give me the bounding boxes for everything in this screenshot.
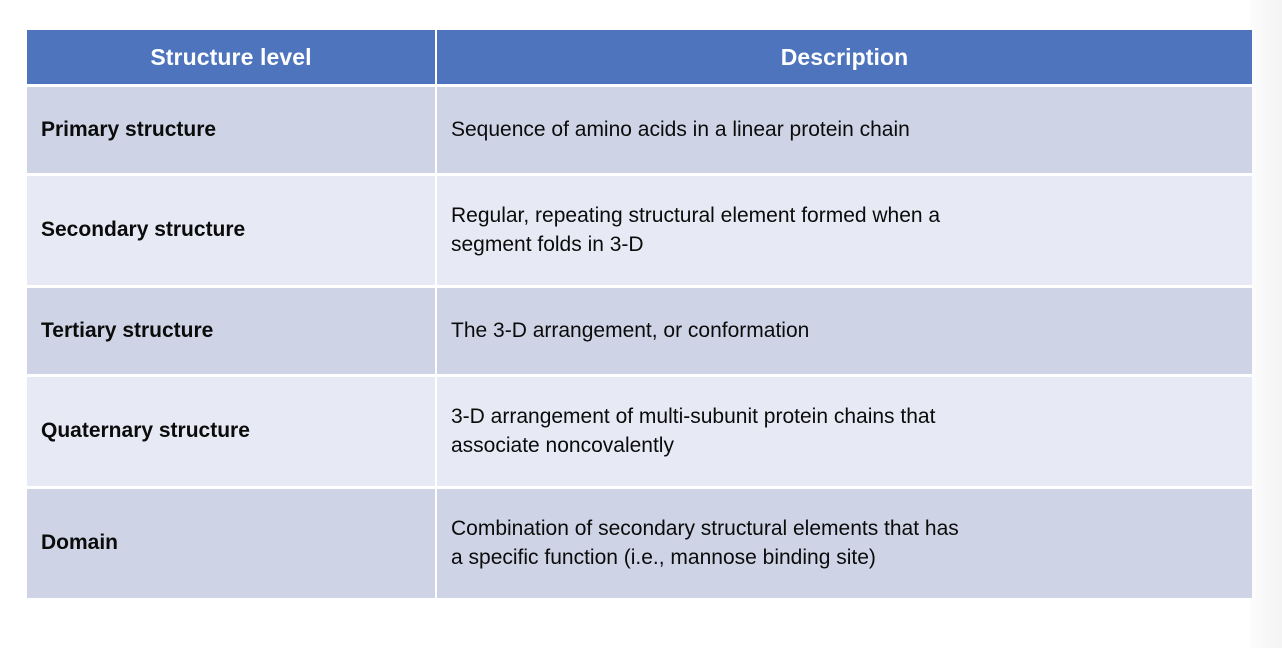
- cell-structure-level: Secondary structure: [27, 176, 435, 285]
- cell-structure-level: Quaternary structure: [27, 377, 435, 486]
- cell-structure-level: Domain: [27, 489, 435, 598]
- table-row: Primary structure Sequence of amino acid…: [27, 87, 1252, 173]
- description-line: segment folds in 3-D: [451, 232, 644, 256]
- table-container: Structure level Description Primary stru…: [25, 27, 1252, 630]
- column-header-description: Description: [437, 30, 1252, 84]
- description-line: Regular, repeating structural element fo…: [451, 203, 941, 227]
- table-row: Secondary structure Regular, repeating s…: [27, 176, 1252, 285]
- description-line: Sequence of amino acids in a linear prot…: [451, 117, 910, 141]
- description-line: 3-D arrangement of multi-subunit protein…: [451, 404, 936, 428]
- column-header-structure-level: Structure level: [27, 30, 435, 84]
- header-row: Structure level Description: [27, 30, 1252, 84]
- description-line: Combination of secondary structural elem…: [451, 516, 959, 540]
- table-row: Tertiary structure The 3-D arrangement, …: [27, 288, 1252, 374]
- description-line: The 3-D arrangement, or conformation: [451, 318, 810, 342]
- cell-structure-level: Primary structure: [27, 87, 435, 173]
- table-row: Quaternary structure 3-D arrangement of …: [27, 377, 1252, 486]
- cell-description: 3-D arrangement of multi-subunit protein…: [437, 377, 1252, 486]
- protein-structure-levels-table: Structure level Description Primary stru…: [25, 27, 1254, 601]
- description-line: a specific function (i.e., mannose bindi…: [451, 545, 876, 569]
- table-body: Primary structure Sequence of amino acid…: [27, 87, 1252, 598]
- cell-description: Regular, repeating structural element fo…: [437, 176, 1252, 285]
- cell-description: The 3-D arrangement, or conformation: [437, 288, 1252, 374]
- cell-description: Combination of secondary structural elem…: [437, 489, 1252, 598]
- cell-structure-level: Tertiary structure: [27, 288, 435, 374]
- table-row: Domain Combination of secondary structur…: [27, 489, 1252, 598]
- cell-description: Sequence of amino acids in a linear prot…: [437, 87, 1252, 173]
- table-header: Structure level Description: [27, 30, 1252, 84]
- description-line: associate noncovalently: [451, 433, 674, 457]
